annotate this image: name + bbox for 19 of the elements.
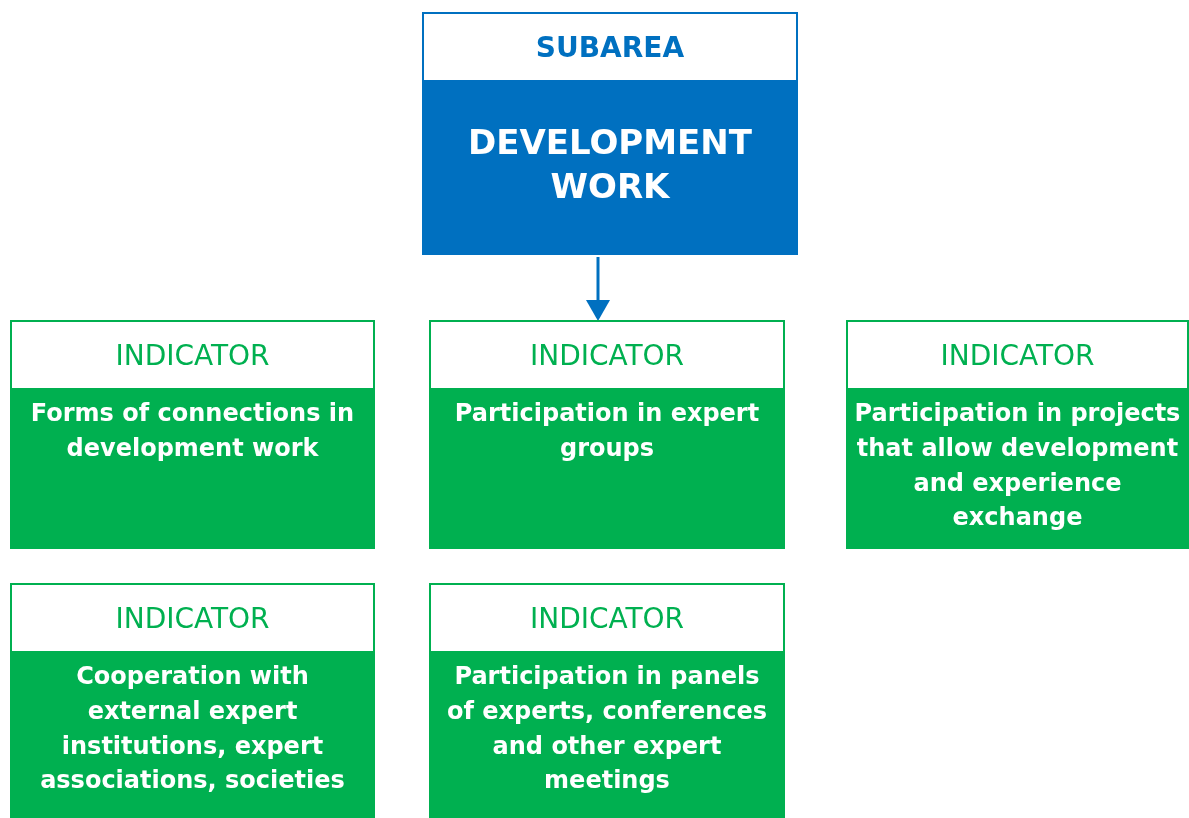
box-heading: INDICATOR xyxy=(529,338,685,372)
indicator-box xyxy=(846,320,1189,549)
box-text: Forms of connections in development work xyxy=(30,399,355,462)
box-text: Participation in panels of experts, conferences and other expert meetings xyxy=(446,662,768,795)
box-heading: INDICATOR xyxy=(115,601,270,635)
box-text: DEVELOPMENT WORK xyxy=(467,121,753,209)
box-heading: INDICATOR xyxy=(940,338,1095,372)
arrow xyxy=(586,257,610,321)
indicator-box xyxy=(10,320,375,549)
box-heading: SUBAREA xyxy=(535,30,685,64)
box-text: Participation in projects that allow development and experience exchange xyxy=(854,399,1181,532)
box-text: Cooperation with external expert institutions, expert associations, societies xyxy=(40,662,345,795)
subarea-box xyxy=(422,12,798,255)
box-heading: INDICATOR xyxy=(529,601,685,635)
box-text: Participation in expert groups xyxy=(454,399,760,462)
indicator-box xyxy=(429,320,785,549)
indicator-box xyxy=(429,583,785,818)
indicator-box xyxy=(10,583,375,818)
box-heading: INDICATOR xyxy=(115,338,270,372)
